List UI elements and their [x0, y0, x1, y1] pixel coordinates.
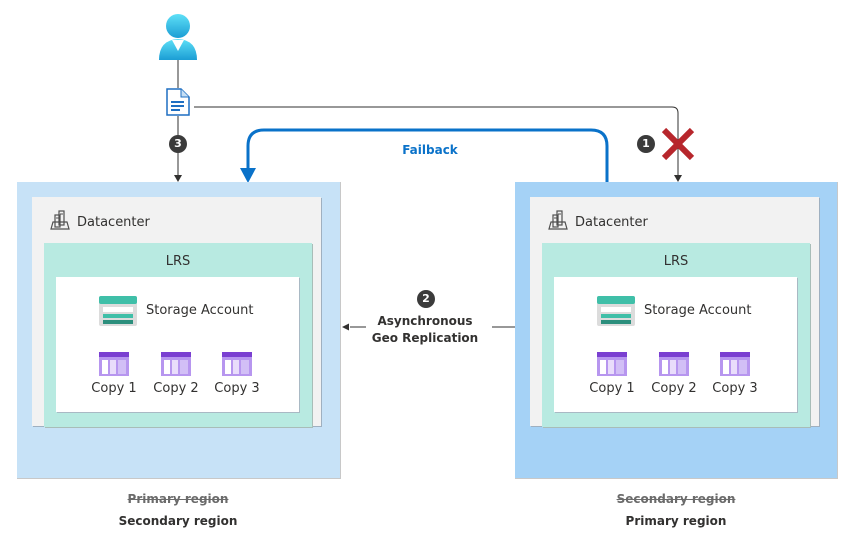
copy-label: Copy 3 — [214, 381, 260, 396]
storage-account-icon — [99, 296, 137, 326]
copy-2: Copy 2 — [644, 352, 704, 396]
step-1-badge: 1 — [637, 135, 655, 153]
table-copy-icon — [161, 352, 191, 376]
document-icon — [166, 88, 190, 116]
datacenter-box: Datacenter LRS Storage Account — [32, 197, 321, 427]
right-old-role-label: Secondary region — [616, 492, 736, 506]
user-icon — [159, 14, 197, 60]
left-old-role-label: Primary region — [127, 492, 229, 506]
failure-x-icon — [661, 127, 695, 161]
failback-arrow — [246, 128, 609, 182]
copy-label: Copy 3 — [712, 381, 758, 396]
step-2-badge: 2 — [417, 290, 435, 308]
right-new-role-label: Primary region — [625, 514, 727, 528]
datacenter-icon — [548, 210, 568, 230]
step-3-badge: 3 — [169, 135, 187, 153]
left-region-arrowhead — [174, 175, 182, 182]
lrs-box: LRS Storage Account — [44, 243, 312, 427]
storage-account-icon — [597, 296, 635, 326]
lrs-box: LRS Storage Account — [542, 243, 810, 427]
copy-1: Copy 1 — [84, 352, 144, 396]
copy-2: Copy 2 — [146, 352, 206, 396]
datacenter-box: Datacenter LRS Storage Account — [530, 197, 819, 427]
left-region: Datacenter LRS Storage Account — [17, 182, 341, 479]
storage-account-label: Storage Account — [146, 303, 254, 318]
storage-account-label: Storage Account — [644, 303, 752, 318]
geo-replication-label: Asynchronous Geo Replication — [360, 313, 490, 347]
datacenter-label: Datacenter — [575, 215, 648, 230]
geo-replication-line1: Asynchronous — [377, 314, 473, 328]
datacenter-label: Datacenter — [77, 215, 150, 230]
storage-account-box: Storage Account Copy 1 — [56, 277, 299, 412]
copy-label: Copy 2 — [153, 381, 199, 396]
failback-arrowhead — [240, 168, 256, 183]
copy-label: Copy 1 — [589, 381, 635, 396]
table-copy-icon — [720, 352, 750, 376]
copy-label: Copy 1 — [91, 381, 137, 396]
right-region-arrowhead — [674, 175, 682, 182]
copy-label: Copy 2 — [651, 381, 697, 396]
table-copy-icon — [597, 352, 627, 376]
document-to-right-region-line — [194, 106, 679, 176]
table-copy-icon — [99, 352, 129, 376]
storage-account-box: Storage Account Copy 1 — [554, 277, 797, 412]
right-region: Datacenter LRS Storage Account — [515, 182, 838, 479]
lrs-label: LRS — [165, 254, 191, 269]
copy-3: Copy 3 — [705, 352, 765, 396]
lrs-label: LRS — [663, 254, 689, 269]
table-copy-icon — [222, 352, 252, 376]
copy-3: Copy 3 — [207, 352, 267, 396]
copy-1: Copy 1 — [582, 352, 642, 396]
left-new-role-label: Secondary region — [118, 514, 238, 528]
failback-label: Failback — [402, 143, 458, 157]
geo-replication-line2: Geo Replication — [371, 331, 479, 345]
replication-arrowhead — [342, 323, 349, 331]
table-copy-icon — [659, 352, 689, 376]
datacenter-icon — [50, 210, 70, 230]
